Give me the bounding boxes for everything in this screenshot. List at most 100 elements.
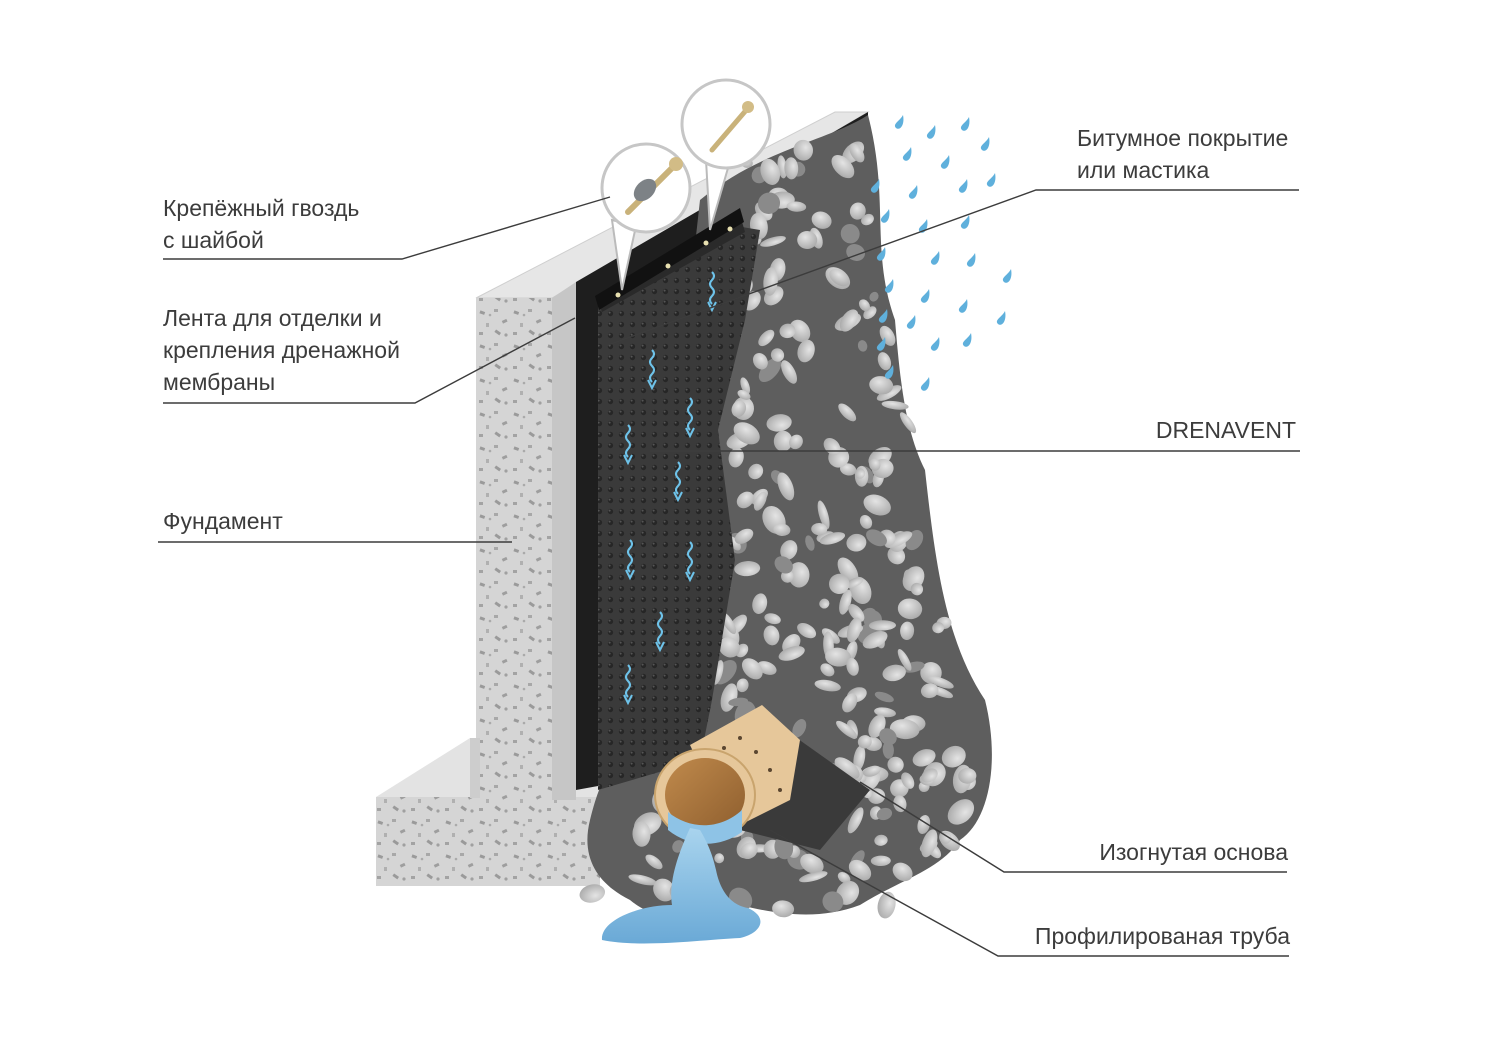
- gravel-stone: [797, 230, 818, 250]
- gravel-stone: [792, 719, 807, 738]
- gravel-stone: [760, 236, 786, 247]
- water-drop: [1002, 269, 1012, 283]
- gravel-stone: [858, 299, 871, 312]
- tape-label: Лента для отделки и крепления дренажной …: [163, 302, 400, 398]
- water-drop: [902, 147, 912, 161]
- nail-label: Крепёжный гвоздь с шайбой: [163, 192, 359, 256]
- gravel-stone: [811, 211, 832, 229]
- nail-callout: [680, 78, 772, 231]
- water-drop: [958, 179, 968, 193]
- leader-lines: [158, 189, 1300, 957]
- water-drop: [880, 209, 890, 223]
- gravel-stone: [741, 658, 763, 680]
- gravel-stone: [628, 874, 657, 886]
- gravel-stone: [714, 853, 725, 864]
- gravel-stone: [869, 620, 896, 631]
- gravel-stone: [822, 891, 844, 912]
- gravel-stone: [848, 604, 865, 622]
- flow-arrow-head: [685, 571, 695, 583]
- gravel-stone: [814, 679, 841, 692]
- gravel-stone: [847, 807, 864, 834]
- gravel-stone: [733, 422, 760, 445]
- flow-arrow-head: [647, 379, 657, 391]
- gravel-stone: [862, 631, 888, 649]
- gravel-stone: [773, 430, 793, 452]
- gravel-stone: [849, 202, 866, 220]
- water-drop: [920, 377, 930, 391]
- bitumen-leader: [607, 189, 1299, 346]
- flow-arrow: [675, 461, 681, 495]
- gravel-stone: [897, 598, 923, 620]
- flow-arrow-head: [673, 491, 683, 503]
- flow-arrow: [649, 349, 655, 383]
- gravel-stone: [857, 735, 872, 749]
- tape-label-line-3: мембраны: [163, 369, 276, 395]
- gravel-stone: [731, 400, 747, 418]
- gravel-stone: [861, 213, 874, 226]
- gravel-stone: [869, 458, 881, 471]
- gravel-stone: [734, 561, 761, 577]
- gravel-stone: [748, 463, 764, 480]
- flow-arrow: [625, 664, 631, 698]
- nail-with-washer-callout: [600, 142, 692, 291]
- gravel-stone: [876, 807, 893, 821]
- gravel-stone: [797, 622, 817, 639]
- bitumen-label: Битумное покрытие или мастика: [1077, 122, 1288, 186]
- gravel-stone: [752, 352, 768, 370]
- gravel-stone: [777, 472, 795, 501]
- gravel-stone: [778, 646, 805, 661]
- gravel-stone: [840, 223, 860, 244]
- gravel-stone: [763, 267, 778, 296]
- gravel-stone: [849, 143, 865, 163]
- gravel-stone: [773, 523, 791, 537]
- gravel-stone: [869, 291, 879, 302]
- gravel-stone: [780, 540, 798, 560]
- gravel-stone: [881, 400, 909, 410]
- gravel-stone: [774, 556, 793, 574]
- gravel-stone: [734, 528, 754, 544]
- base-leader: [859, 781, 1287, 873]
- gravel-stone: [764, 613, 781, 625]
- gravel-stone: [928, 676, 954, 689]
- water-drop: [930, 251, 940, 265]
- bitumen-label-line-1: Битумное покрытие: [1077, 125, 1289, 151]
- gravel-stone: [728, 447, 744, 468]
- gravel-stone: [877, 891, 896, 919]
- gravel-stone: [874, 691, 894, 703]
- gravel-stone: [740, 842, 758, 860]
- water-drop: [894, 115, 904, 129]
- gravel-stone: [766, 414, 792, 432]
- gravel-stone: [866, 529, 887, 547]
- gravel-stone: [863, 765, 881, 777]
- gravel-stone: [876, 385, 902, 401]
- water-drop: [884, 365, 894, 379]
- gravel-stone: [653, 878, 675, 902]
- flow-arrow-head: [707, 301, 717, 313]
- flow-arrow: [687, 541, 693, 575]
- gravel-stone: [842, 693, 858, 713]
- water-drop: [876, 337, 886, 351]
- gravel-stone: [579, 884, 606, 903]
- water-drop: [960, 117, 970, 131]
- gravel-stone: [718, 637, 740, 658]
- water-drop: [958, 299, 968, 313]
- gravel-stone: [839, 309, 859, 332]
- gravel-stone: [893, 795, 907, 813]
- gravel-stone: [736, 491, 754, 509]
- gravel-stone: [910, 582, 924, 596]
- gravel-stone: [772, 900, 795, 918]
- gravel-stone: [831, 155, 855, 179]
- foundation-label: Фундамент: [163, 508, 283, 534]
- gravel-stone: [900, 621, 915, 640]
- finishing-tape: [595, 208, 744, 310]
- pipe-leader: [769, 829, 1289, 957]
- water-drop: [884, 279, 894, 293]
- gravel-stone: [837, 872, 851, 884]
- gravel-stone: [921, 768, 938, 783]
- gravel-stone: [921, 829, 938, 858]
- water-drop: [960, 215, 970, 229]
- gravel-stone: [758, 357, 782, 383]
- gravel-stone: [912, 749, 936, 767]
- gravel-stone: [819, 532, 846, 545]
